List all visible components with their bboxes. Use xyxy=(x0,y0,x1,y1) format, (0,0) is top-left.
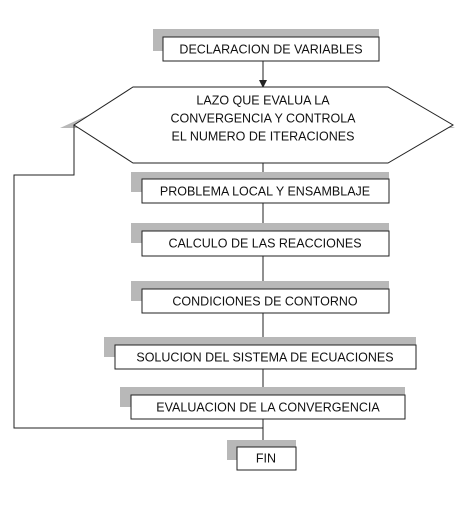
solution-node: SOLUCION DEL SISTEMA DE ECUACIONES xyxy=(104,337,417,370)
local-problem-label: PROBLEMA LOCAL Y ENSAMBLAJE xyxy=(160,184,370,198)
reactions-node: CALCULO DE LAS REACCIONES xyxy=(131,223,390,257)
loop-node: LAZO QUE EVALUA LA CONVERGENCIA Y CONTRO… xyxy=(60,86,455,164)
loop-label-line3: EL NUMERO DE ITERACIONES xyxy=(172,129,355,143)
end-node: FIN xyxy=(227,440,297,471)
end-box xyxy=(236,446,297,471)
reactions-box xyxy=(141,230,390,257)
boundary-label: CONDICIONES DE CONTORNO xyxy=(172,294,357,308)
convergence-node: EVALUACION DE LA CONVERGENCIA xyxy=(120,387,406,420)
loop-label-line1: LAZO QUE EVALUA LA xyxy=(196,93,330,107)
convergence-label: EVALUACION DE LA CONVERGENCIA xyxy=(156,400,380,414)
reactions-label: CALCULO DE LAS REACCIONES xyxy=(168,236,361,250)
feedback-loop-line xyxy=(13,125,263,429)
solution-label: SOLUCION DEL SISTEMA DE ECUACIONES xyxy=(136,350,393,364)
declaration-label: DECLARACION DE VARIABLES xyxy=(179,42,362,56)
convergence-box xyxy=(130,394,406,420)
solution-box xyxy=(114,344,417,370)
end-label: FIN xyxy=(256,451,276,465)
local-problem-node: PROBLEMA LOCAL Y ENSAMBLAJE xyxy=(131,172,390,204)
loop-label-line2: CONVERGENCIA Y CONTROLA xyxy=(171,111,357,125)
boundary-node: CONDICIONES DE CONTORNO xyxy=(131,281,390,314)
local-problem-box xyxy=(141,178,390,204)
declaration-box xyxy=(162,36,380,62)
boundary-box xyxy=(141,288,390,314)
declaration-node: DECLARACION DE VARIABLES xyxy=(153,29,380,62)
